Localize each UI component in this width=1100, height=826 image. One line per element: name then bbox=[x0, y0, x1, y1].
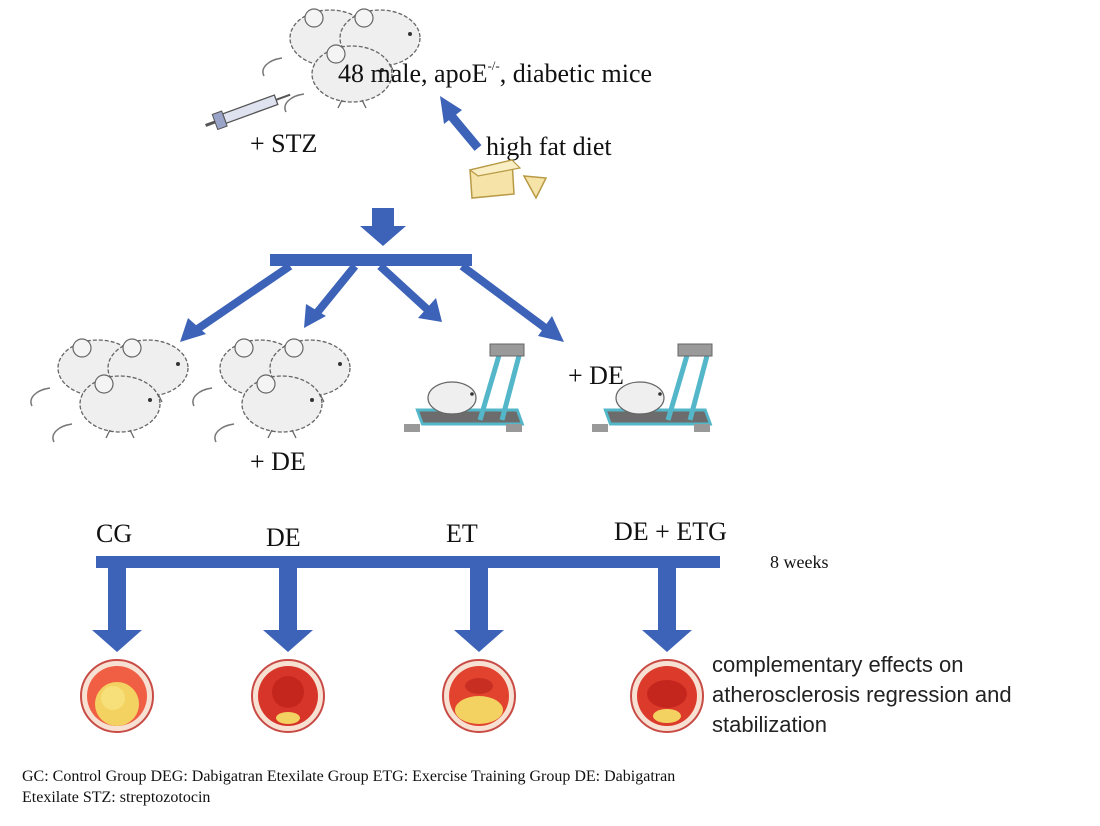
artery-cg bbox=[80, 659, 154, 733]
duration-label: 8 weeks bbox=[770, 552, 828, 572]
artery-de-et bbox=[630, 659, 704, 733]
group-cg-mice bbox=[31, 339, 188, 442]
diet-arrow bbox=[440, 96, 482, 151]
stz-label: + STZ bbox=[250, 129, 317, 158]
outcome-line-1: complementary effects on bbox=[712, 652, 964, 677]
de-label-1: + DE bbox=[250, 447, 306, 476]
de-label-2: + DE bbox=[568, 361, 624, 390]
artery-de bbox=[251, 659, 325, 733]
cheese-icon bbox=[468, 159, 548, 200]
group-label-de: DE bbox=[266, 523, 301, 552]
timeline-bar bbox=[96, 556, 720, 568]
outcome-line-2: atherosclerosis regression and bbox=[712, 682, 1012, 707]
diet-label: high fat diet bbox=[486, 132, 612, 161]
legend-line-1: GC: Control Group DEG: Dabigatran Etexil… bbox=[22, 768, 676, 785]
outcome-line-3: stabilization bbox=[712, 712, 827, 737]
abbreviation-legend: GC: Control Group DEG: Dabigatran Etexil… bbox=[22, 766, 922, 808]
group-de-mice bbox=[193, 339, 350, 442]
group-label-cg: CG bbox=[96, 519, 132, 548]
group-et-treadmill bbox=[404, 344, 524, 432]
artery-et bbox=[442, 659, 516, 733]
group-label-et: ET bbox=[446, 519, 478, 548]
split-arrows bbox=[180, 208, 564, 342]
group-label-de-etg: DE + ETG bbox=[614, 517, 727, 546]
outcome-arrows bbox=[92, 568, 692, 652]
legend-line-2: Etexilate STZ: streptozotocin bbox=[22, 789, 211, 806]
mice-label: 48 male, apoE-/-, diabetic mice bbox=[338, 58, 652, 88]
syringe-icon bbox=[205, 93, 291, 131]
